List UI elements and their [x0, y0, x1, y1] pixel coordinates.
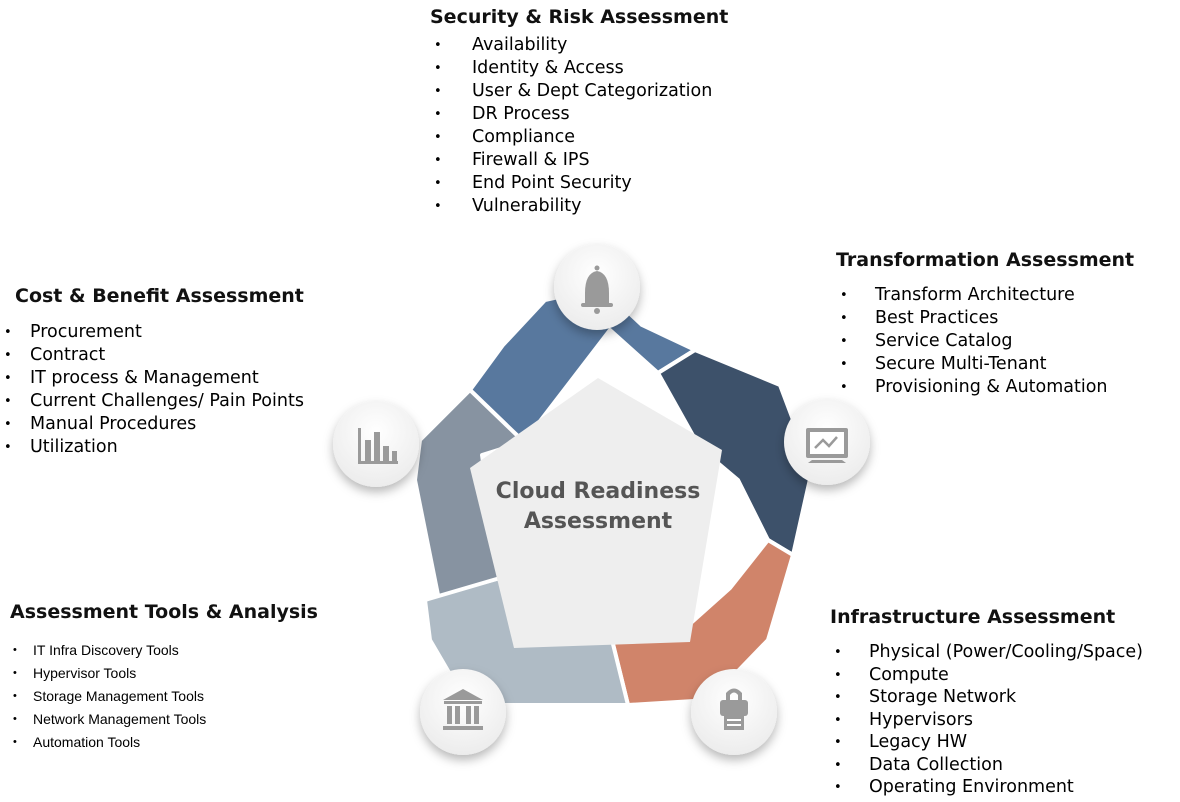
list-item: Transform Architecture — [840, 284, 1134, 307]
list-item: Network Management Tools — [13, 708, 318, 731]
center-pentagon — [470, 378, 722, 648]
cost-benefit-assessment-section: Cost & Benefit Assessment ProcurementCon… — [0, 285, 304, 459]
list-item: IT process & Management — [4, 367, 304, 390]
assessment-tools-title: Assessment Tools & Analysis — [10, 601, 318, 623]
security-assessment-title: Security & Risk Assessment — [430, 6, 729, 28]
list-item: Service Catalog — [840, 330, 1134, 353]
cost-icon-badge — [333, 401, 419, 487]
list-item: Secure Multi-Tenant — [840, 353, 1134, 376]
infrastructure-assessment-title: Infrastructure Assessment — [830, 606, 1116, 628]
list-item: Physical (Power/Cooling/Space) — [834, 641, 1143, 664]
center-title-line1: Cloud Readiness — [496, 479, 701, 504]
list-item: IT Infra Discovery Tools — [13, 639, 318, 662]
tools-icon-badge — [420, 669, 506, 755]
assessment-tools-list: IT Infra Discovery ToolsHypervisor Tools… — [13, 639, 318, 754]
list-item: Manual Procedures — [4, 413, 304, 436]
list-item: Contract — [4, 344, 304, 367]
security-assessment-section: Security & Risk Assessment AvailabilityI… — [430, 6, 728, 218]
list-item: Legacy HW — [834, 731, 1143, 754]
transformation-icon-badge — [784, 399, 870, 485]
list-item: Automation Tools — [13, 731, 318, 754]
list-item: Provisioning & Automation — [840, 376, 1134, 399]
list-item: Procurement — [4, 321, 304, 344]
list-item: Storage Network — [834, 686, 1143, 709]
assessment-tools-section: Assessment Tools & Analysis IT Infra Dis… — [10, 601, 318, 754]
list-item: Data Collection — [834, 754, 1143, 777]
bell-icon — [581, 265, 613, 314]
list-item: Current Challenges/ Pain Points — [4, 390, 304, 413]
transformation-assessment-title: Transformation Assessment — [836, 249, 1135, 271]
security-assessment-list: AvailabilityIdentity & AccessUser & Dept… — [434, 34, 728, 218]
list-item: Firewall & IPS — [434, 149, 728, 172]
list-item: Utilization — [4, 436, 304, 459]
cost-benefit-assessment-list: ProcurementContractIT process & Manageme… — [4, 321, 304, 459]
list-item: Operating Environment — [834, 776, 1143, 799]
list-item: Compliance — [434, 126, 728, 149]
bar-chart-icon — [358, 428, 398, 464]
infrastructure-assessment-section: Infrastructure Assessment Physical (Powe… — [830, 606, 1143, 799]
printer-icon — [720, 688, 748, 730]
monitor-chart-icon — [806, 428, 848, 463]
transformation-assessment-section: Transformation Assessment Transform Arch… — [836, 249, 1134, 399]
bank-icon — [443, 689, 483, 730]
list-item: Compute — [834, 664, 1143, 687]
infrastructure-assessment-list: Physical (Power/Cooling/Space)ComputeSto… — [834, 641, 1143, 799]
list-item: Availability — [434, 34, 728, 57]
transformation-assessment-list: Transform ArchitectureBest PracticesServ… — [840, 284, 1134, 399]
list-item: User & Dept Categorization — [434, 80, 728, 103]
list-item: Identity & Access — [434, 57, 728, 80]
security-segment — [468, 288, 697, 444]
list-item: End Point Security — [434, 172, 728, 195]
list-item: Best Practices — [840, 307, 1134, 330]
security-icon-badge — [554, 244, 640, 330]
list-item: Hypervisors — [834, 709, 1143, 732]
cost-benefit-assessment-title: Cost & Benefit Assessment — [15, 285, 304, 307]
list-item: Vulnerability — [434, 195, 728, 218]
center-title-line2: Assessment — [524, 509, 673, 534]
list-item: DR Process — [434, 103, 728, 126]
infrastructure-icon-badge — [691, 669, 777, 755]
list-item: Storage Management Tools — [13, 685, 318, 708]
list-item: Hypervisor Tools — [13, 662, 318, 685]
